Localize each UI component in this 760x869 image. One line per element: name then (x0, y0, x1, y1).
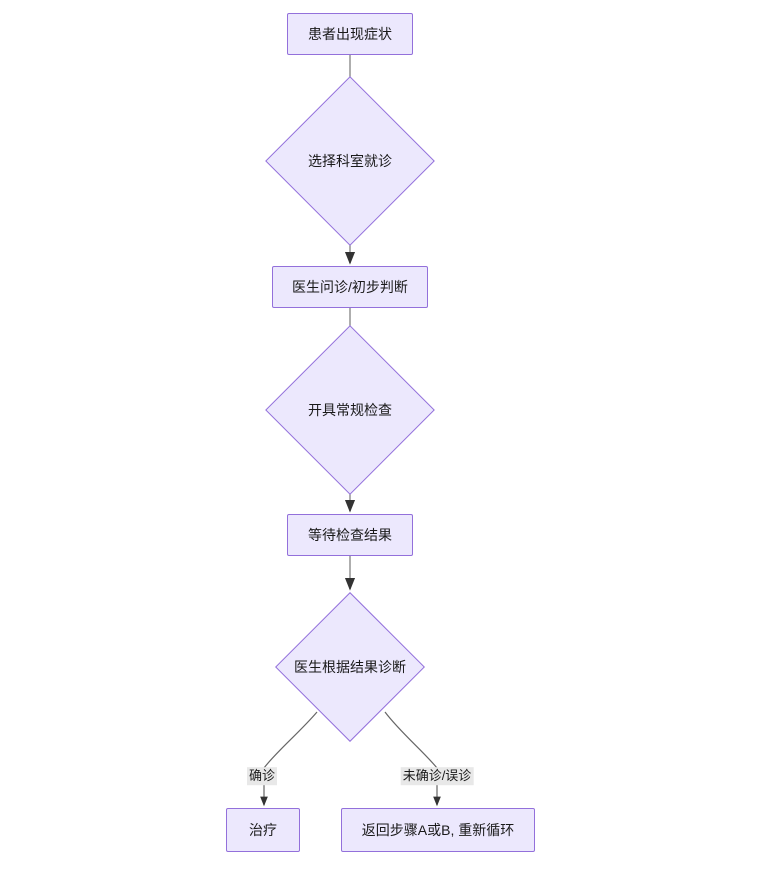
node-choose-department[interactable]: 选择科室就诊 (265, 76, 435, 246)
node-label: 治疗 (249, 821, 277, 838)
diamond-shape (265, 325, 435, 495)
diamond-shape (275, 592, 425, 742)
edge-label-unconfirmed-or-misdiagnosed: 未确诊/误诊 (400, 767, 474, 785)
node-label: 患者出现症状 (308, 25, 392, 42)
node-label: 等待检查结果 (308, 526, 392, 543)
node-return-to-step-a-or-b[interactable]: 返回步骤A或B, 重新循环 (341, 808, 535, 852)
node-label: 医生问诊/初步判断 (292, 278, 408, 295)
node-patient-symptoms[interactable]: 患者出现症状 (287, 13, 413, 55)
diamond-shape (265, 76, 435, 246)
node-treatment[interactable]: 治疗 (226, 808, 300, 852)
node-doctor-diagnosis[interactable]: 医生根据结果诊断 (275, 592, 425, 742)
node-order-routine-exam[interactable]: 开具常规检查 (265, 325, 435, 495)
node-doctor-consultation[interactable]: 医生问诊/初步判断 (272, 266, 428, 308)
node-wait-for-results[interactable]: 等待检查结果 (287, 514, 413, 556)
edge-label-confirmed: 确诊 (246, 767, 278, 785)
node-label: 返回步骤A或B, 重新循环 (361, 821, 515, 838)
